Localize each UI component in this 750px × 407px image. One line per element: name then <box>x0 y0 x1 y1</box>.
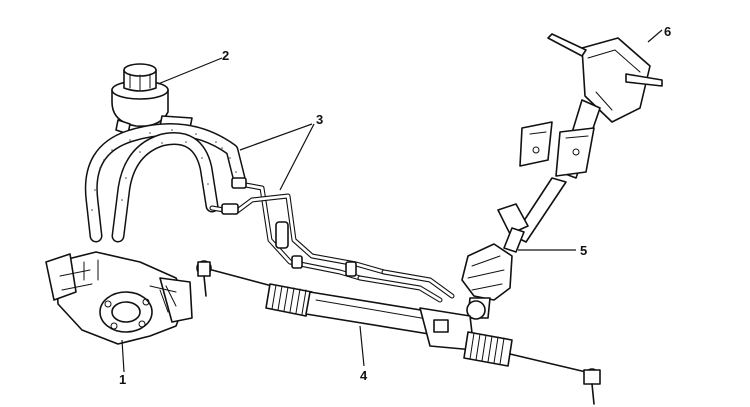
steering-rack <box>196 260 601 405</box>
callout-2-reservoir: 2 <box>222 48 229 63</box>
right-bellows <box>463 331 513 367</box>
callout-6-wheel: 6 <box>664 24 671 39</box>
leader-lines <box>121 29 663 373</box>
callout-1-pump: 1 <box>119 372 126 387</box>
callout-5-column: 5 <box>580 243 587 258</box>
steering-column <box>461 99 601 320</box>
callout-labels: 1 2 3 4 5 6 <box>119 24 671 387</box>
left-bellows <box>265 283 313 317</box>
fluid-reservoir <box>111 63 193 135</box>
callout-3-hoses: 3 <box>316 112 323 127</box>
hydraulic-hoses <box>84 123 455 303</box>
hose-texture <box>91 129 237 211</box>
steering-wheel <box>547 2 682 123</box>
power-steering-pump <box>45 251 193 345</box>
callout-4-rack: 4 <box>360 368 368 383</box>
